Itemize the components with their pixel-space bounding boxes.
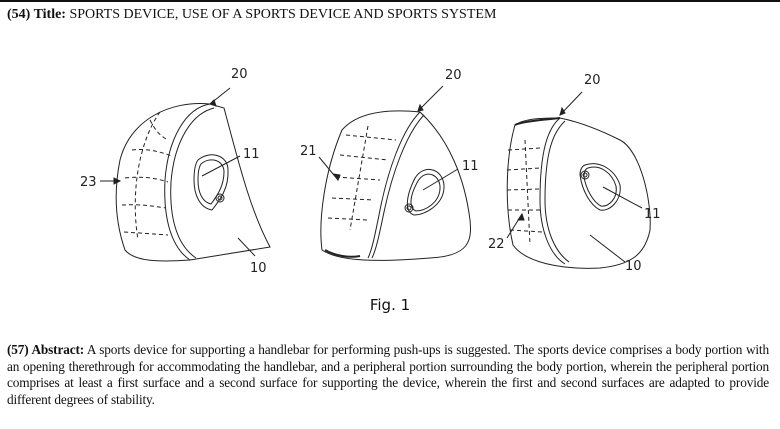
ref-label-10: 10 bbox=[250, 261, 267, 276]
abstract-code: (57) Abstract: bbox=[7, 342, 85, 357]
ref-label-22: 22 bbox=[488, 237, 505, 252]
title-code: (54) Title: bbox=[7, 7, 66, 22]
ref-label-20: 20 bbox=[231, 67, 248, 82]
ref-label-23: 23 bbox=[80, 175, 97, 190]
ref-label-10: 10 bbox=[625, 259, 642, 274]
patent-title: (54) Title: SPORTS DEVICE, USE OF A SPOR… bbox=[7, 7, 496, 23]
device-view-2 bbox=[319, 86, 471, 260]
ref-label-11: 11 bbox=[243, 147, 260, 162]
ref-label-11: 11 bbox=[644, 207, 661, 222]
abstract-text: A sports device for supporting a handleb… bbox=[7, 342, 769, 407]
ref-label-20: 20 bbox=[445, 68, 462, 83]
patent-figure: 20 11 23 10 20 21 11 20 11 22 10 bbox=[80, 67, 661, 276]
ref-label-20: 20 bbox=[584, 73, 601, 88]
ref-label-11: 11 bbox=[462, 159, 479, 174]
figure-caption: Fig. 1 bbox=[369, 296, 411, 314]
ref-label-21: 21 bbox=[300, 144, 317, 159]
abstract: (57) Abstract: A sports device for suppo… bbox=[7, 342, 769, 408]
title-text: SPORTS DEVICE, USE OF A SPORTS DEVICE AN… bbox=[69, 7, 497, 22]
device-view-3 bbox=[507, 92, 650, 268]
top-rule bbox=[0, 0, 780, 2]
device-view-1 bbox=[100, 88, 270, 261]
